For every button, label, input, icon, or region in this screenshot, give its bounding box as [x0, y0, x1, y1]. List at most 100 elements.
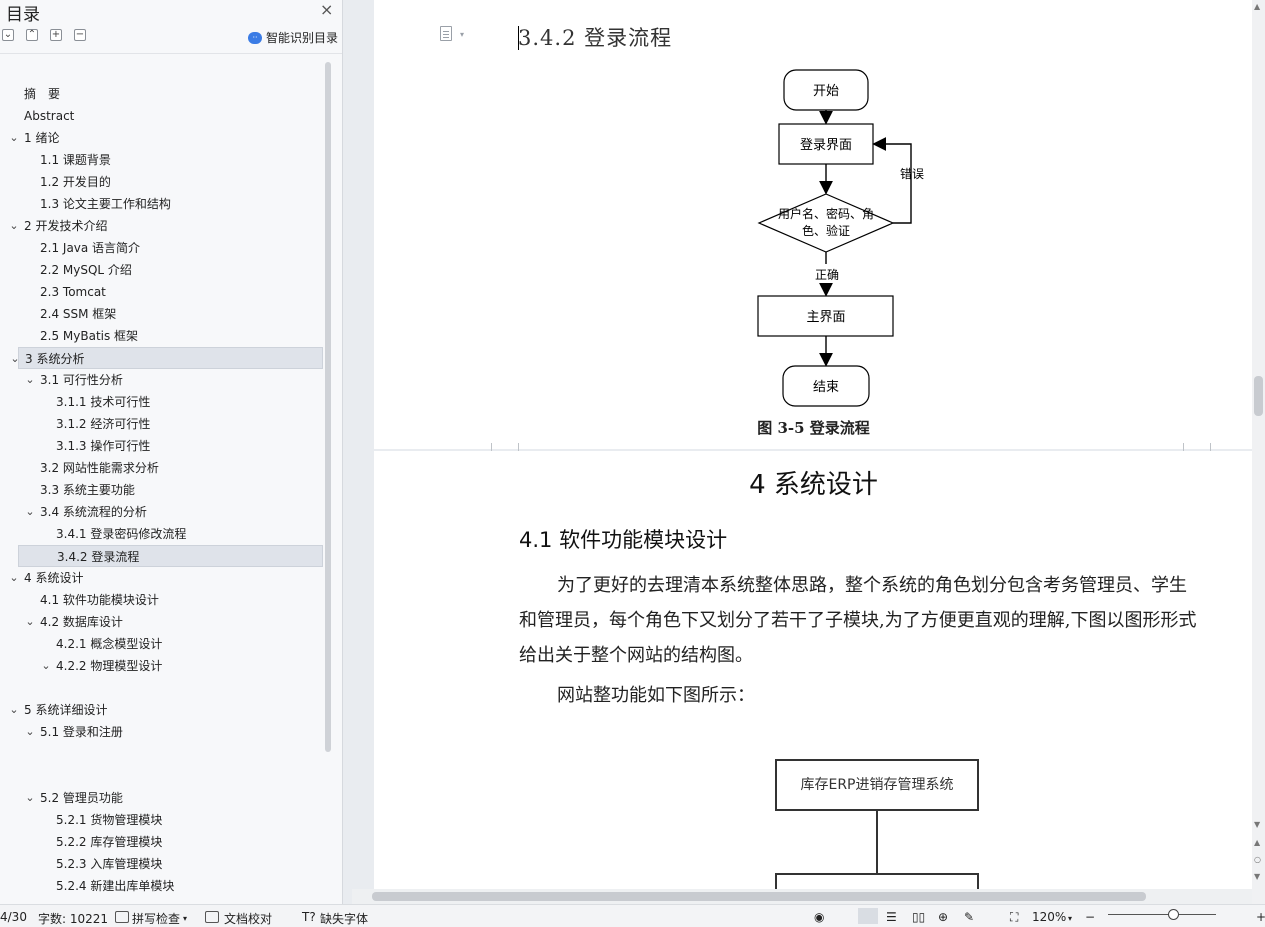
toc-item[interactable]: ⌄5.2 管理员功能 — [0, 787, 323, 809]
flow-verify-label: 用户名、密码、角 — [778, 206, 874, 221]
web-view-icon[interactable]: ⊕ — [938, 910, 949, 924]
toc-item[interactable]: ⌄2 开发技术介绍 — [0, 215, 323, 237]
toc-item[interactable]: 1.1 课题背景 — [0, 149, 323, 171]
toc-item[interactable]: 4.2.1 概念模型设计 — [0, 633, 323, 655]
prev-page-icon[interactable]: ▲ — [1254, 838, 1261, 847]
chevron-down-icon[interactable]: ⌄ — [25, 615, 35, 628]
missing-font-button[interactable]: 缺失字体 — [320, 912, 369, 926]
zoom-out-icon[interactable]: − — [1085, 910, 1096, 924]
toc-item[interactable]: 5.2.4 新建出库单模块 — [0, 875, 323, 897]
toc-item[interactable]: Abstract — [0, 105, 323, 127]
word-count[interactable]: 字数: 10221 — [38, 912, 109, 926]
scroll-up-icon[interactable]: ▲ — [1254, 2, 1261, 11]
next-page-icon[interactable]: ▼ — [1254, 872, 1261, 881]
zoom-level[interactable]: 120% — [1032, 910, 1067, 924]
flow-end-label: 结束 — [813, 380, 839, 395]
add-item-icon[interactable]: + — [50, 29, 62, 41]
zoom-in-icon[interactable]: + — [1256, 910, 1265, 924]
toc-item[interactable] — [0, 677, 323, 699]
outline-view-icon[interactable]: ☰ — [886, 910, 897, 924]
fit-page-icon[interactable]: ⛶ — [1010, 910, 1019, 924]
chevron-down-icon[interactable]: ⌄ — [25, 791, 35, 804]
reading-view-icon[interactable]: ▯▯ — [912, 910, 926, 924]
chevron-down-icon[interactable]: ⌄ — [25, 725, 35, 738]
eye-icon[interactable]: ◉ — [814, 910, 825, 924]
vertical-scroll-thumb[interactable] — [1254, 376, 1263, 416]
chevron-down-icon[interactable]: ⌄ — [25, 373, 35, 386]
page-indicator[interactable]: 4/30 — [0, 910, 27, 924]
toc-item[interactable]: 3.2 网站性能需求分析 — [0, 457, 323, 479]
body-paragraph[interactable]: 网站整功能如下图所示： — [557, 685, 755, 706]
chapter-heading[interactable]: 4 系统设计 — [749, 470, 878, 500]
vertical-scrollbar[interactable] — [1252, 0, 1265, 904]
toc-title: 目录 — [6, 5, 40, 25]
chevron-down-icon[interactable]: ⌄ — [41, 659, 51, 672]
zoom-slider-knob[interactable] — [1167, 909, 1179, 920]
collapse-all-icon[interactable]: ⌄ — [2, 29, 14, 41]
chevron-down-icon[interactable]: ⌄ — [9, 219, 19, 232]
toc-item[interactable] — [0, 743, 323, 765]
toc-item[interactable]: 2.2 MySQL 介绍 — [0, 259, 323, 281]
zoom-slider-track[interactable] — [1108, 914, 1216, 915]
toc-item[interactable]: ⌄ 4 系统设计 — [0, 567, 323, 589]
toc-item[interactable]: ⌄ 3.4 系统流程的分析 — [0, 501, 323, 523]
toc-item[interactable]: ⌄3 系统分析 — [10, 347, 323, 369]
page-view-icon[interactable] — [858, 908, 878, 924]
close-icon[interactable]: × — [320, 0, 334, 19]
toc-item[interactable]: 4.1 软件功能模块设计 — [0, 589, 323, 611]
toc-item[interactable]: 1.3 论文主要工作和结构 — [0, 193, 323, 215]
section-heading[interactable]: 4.1 软件功能模块设计 — [519, 528, 728, 552]
toc-item[interactable]: ⌄1 绪论 — [0, 127, 323, 149]
toc-item[interactable]: 3.1.3 操作可行性 — [0, 435, 323, 457]
chevron-down-icon[interactable]: ▾ — [183, 914, 188, 923]
toc-item[interactable]: ⌄4.2 数据库设计 — [0, 611, 323, 633]
toc-item[interactable]: 5.2.2 库存管理模块 — [0, 831, 323, 853]
chevron-down-icon[interactable]: ⌄ — [10, 352, 20, 365]
section-heading[interactable]: 3.4.2 登录流程 — [518, 26, 673, 50]
select-browse-icon[interactable]: ○ — [1254, 855, 1261, 864]
flow-start-label: 开始 — [813, 84, 839, 99]
smart-toc-button[interactable]: ·· 智能识别目录 — [248, 29, 338, 46]
chevron-down-icon[interactable]: ⌄ — [9, 131, 19, 144]
toc-item[interactable]: 2.4 SSM 框架 — [0, 303, 323, 325]
toc-item[interactable]: 2.1 Java 语言简介 — [0, 237, 323, 259]
structure-connector — [876, 811, 878, 875]
toc-item[interactable]: 5.2.1 货物管理模块 — [0, 809, 323, 831]
toc-item[interactable]: 2.5 MyBatis 框架 — [0, 325, 323, 347]
paragraph-icon[interactable] — [440, 26, 452, 41]
toc-item-label: 3.4 系统流程的分析 — [40, 505, 147, 519]
toc-item[interactable]: ⌄4.2.2 物理模型设计 — [0, 655, 323, 677]
chevron-down-icon[interactable]: ⌄ — [9, 571, 19, 584]
horizontal-scroll-thumb[interactable] — [372, 892, 1146, 901]
toc-item[interactable]: ⌄5.1 登录和注册 — [0, 721, 323, 743]
toc-item[interactable]: 5.2.3 入库管理模块 — [0, 853, 323, 875]
toc-item[interactable]: 3.3 系统主要功能 — [0, 479, 323, 501]
toc-item-label: 5.2.4 新建出库单模块 — [56, 879, 175, 893]
toc-item[interactable]: ⌄5 系统详细设计 — [0, 699, 323, 721]
remove-item-icon[interactable]: − — [74, 29, 86, 41]
toc-item[interactable] — [0, 765, 323, 787]
toc-item[interactable]: ⌄3.1 可行性分析 — [0, 369, 323, 391]
toc-item[interactable]: 3.1.2 经济可行性 — [0, 413, 323, 435]
toc-item[interactable]: 3.1.1 技术可行性 — [0, 391, 323, 413]
chevron-down-icon[interactable]: ⌄ — [9, 703, 19, 716]
chevron-down-icon[interactable]: ▾ — [1068, 914, 1073, 923]
toc-item[interactable]: 2.3 Tomcat — [0, 281, 323, 303]
spell-check-button[interactable]: 拼写检查 — [132, 912, 181, 926]
pen-icon[interactable]: ✎ — [964, 910, 975, 924]
chevron-down-icon[interactable]: ▾ — [460, 30, 465, 39]
toc-item[interactable]: 3.4.2 登录流程 — [18, 545, 323, 567]
toc-item-label: 4 系统设计 — [24, 571, 84, 585]
toc-item-label: 3.2 网站性能需求分析 — [40, 461, 159, 475]
toc-item[interactable]: 1.2 开发目的 — [0, 171, 323, 193]
scroll-down-icon[interactable]: ▼ — [1254, 820, 1261, 829]
body-paragraph[interactable]: 为了更好的去理清本系统整体思路，整个系统的角色划分包含考务管理员、学生和管理员，… — [519, 575, 1197, 666]
chevron-down-icon[interactable]: ⌄ — [25, 505, 35, 518]
toc-item-label: Abstract — [24, 109, 75, 123]
spell-check-icon — [115, 911, 129, 923]
toc-scrollbar[interactable] — [325, 62, 331, 752]
toc-item[interactable]: 3.4.1 登录密码修改流程 — [0, 523, 323, 545]
expand-level-icon[interactable]: ⌃ — [26, 29, 38, 41]
doc-check-button[interactable]: 文档校对 — [224, 912, 273, 926]
toc-item[interactable]: 摘 要 — [0, 83, 323, 105]
